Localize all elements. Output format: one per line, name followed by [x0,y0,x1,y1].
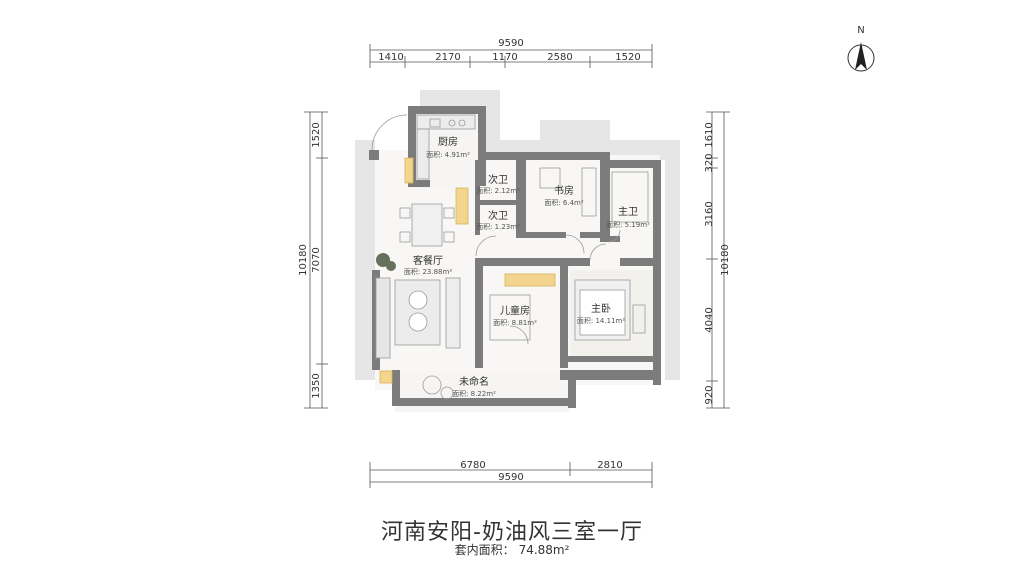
dim-top-seg-3: 1170 [492,52,517,63]
dim-top-seg-1: 1410 [378,52,403,63]
room-kitchen-area: 面积: 4.91m² [426,150,470,159]
room-kitchen-name: 厨房 [438,135,458,148]
room-study-area: 面积: 6.4m² [544,198,584,207]
dim-bottom-seg-1: 6780 [460,460,485,471]
plant-icon [376,253,396,271]
room-bath3-name: 次卫 [488,209,508,222]
wood-accents [379,157,469,384]
room-kids-area: 面积: 8.81m² [493,318,537,327]
dim-right-seg-3: 3160 [704,201,715,226]
dimension-left [304,111,328,409]
dim-right-seg-2: 320 [704,153,715,172]
dim-bottom-total: 9590 [498,472,523,483]
dim-right-seg-1: 1610 [704,122,715,147]
room-bath2-name: 次卫 [488,173,508,186]
room-master-bath-name: 主卫 [618,206,638,218]
room-unnamed-name: 未命名 [459,375,489,388]
area-summary: 套内面积：74.88m² [0,541,1024,558]
room-bath3-area: 面积: 1.23m² [476,222,520,231]
dim-top-total: 9590 [498,38,523,49]
room-master-bath-area: 面积: 5.19m² [606,220,650,229]
dim-top-seg-2: 2170 [435,52,460,63]
dim-right-total: 10180 [720,244,731,276]
dim-right-seg-4: 4040 [704,307,715,332]
walls [369,106,661,408]
dim-left-seg-2: 7070 [311,247,322,272]
dim-top-seg-5: 1520 [615,52,640,63]
dimension-top [369,44,653,68]
dim-bottom-seg-2: 2810 [597,460,622,471]
page-title: 河南安阳-奶油风三室一厅 [381,520,643,545]
compass-label: N [857,25,864,36]
room-bath2-area: 面积: 2.12m² [476,186,520,195]
room-unnamed-area: 面积: 8.22m² [452,389,496,398]
dim-top-seg-4: 2580 [547,52,572,63]
room-master-name: 主卧 [591,302,611,315]
room-study-name: 书房 [554,184,574,197]
dim-left-seg-3: 1350 [311,373,322,398]
furniture [375,114,649,400]
dim-left-seg-1: 1520 [311,122,322,147]
compass-icon [847,42,875,72]
room-master-area: 面积: 14.11m² [577,316,625,325]
room-living-area: 面积: 23.88m² [404,267,452,276]
dimension-right [706,111,730,409]
room-kids-name: 儿童房 [500,304,530,317]
dimension-bottom [369,462,653,488]
area-value: 74.88m² [518,543,570,557]
dim-right-seg-5: 920 [704,385,715,404]
door-swings [371,114,621,345]
area-label: 套内面积： [454,543,515,557]
room-living-name: 客餐厅 [413,254,443,267]
dim-left-total: 10180 [298,244,309,276]
